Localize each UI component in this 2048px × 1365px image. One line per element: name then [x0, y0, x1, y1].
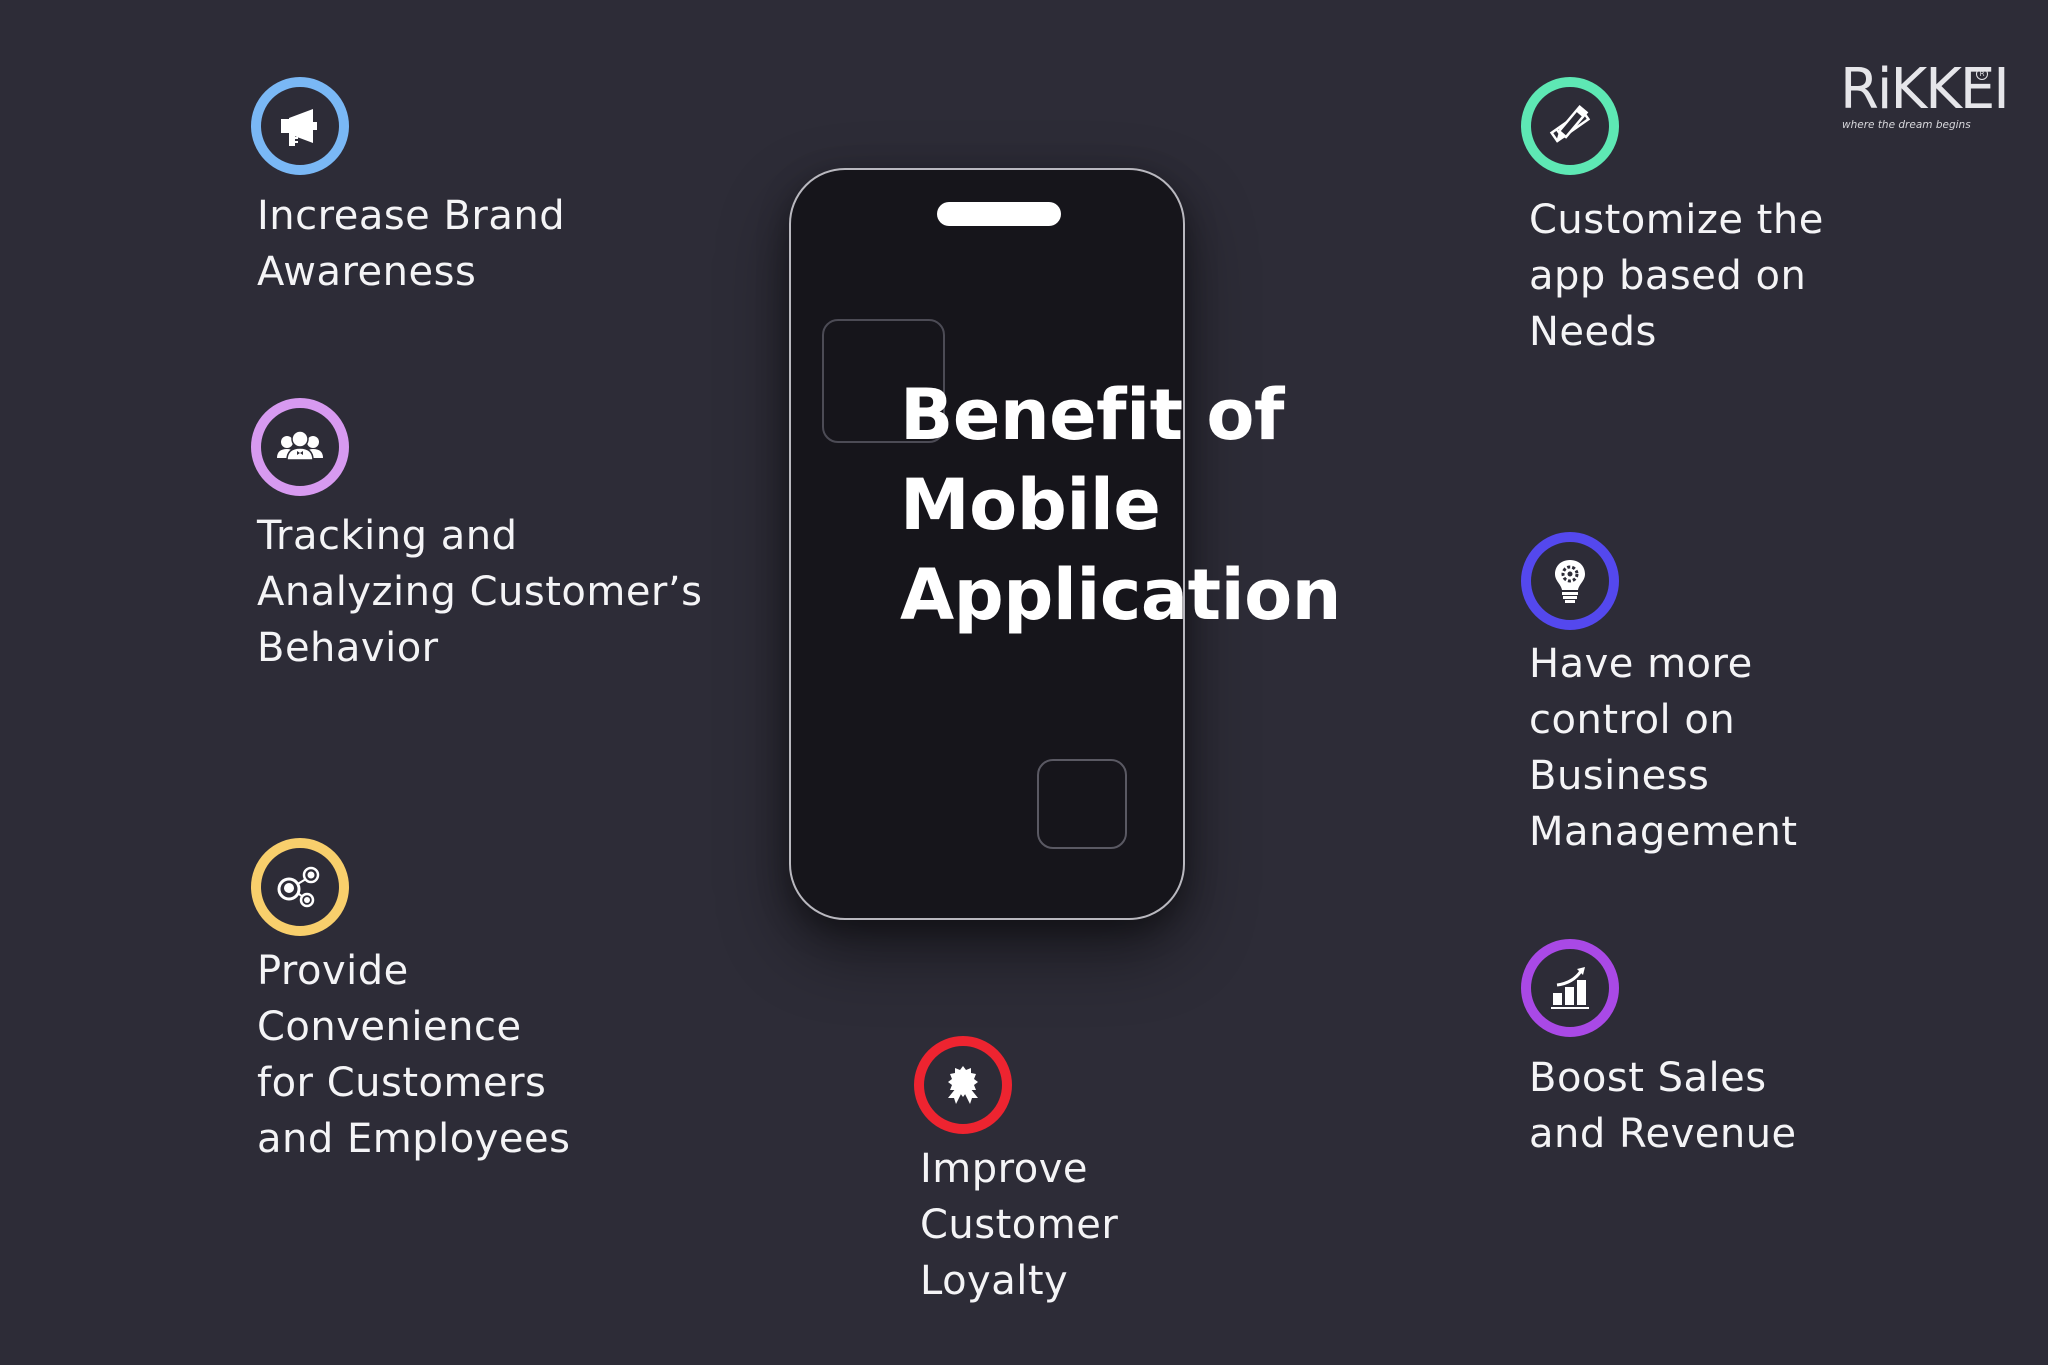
benefit-label: Customize the app based on Needs: [1529, 197, 1824, 355]
benefit-label: Improve Customer Loyalty: [920, 1146, 1119, 1304]
phone-illustration: [789, 168, 1185, 920]
lightbulb-gear-icon: [1555, 560, 1585, 603]
rikkei-logo: RiKKEI R where the dream begins: [1840, 62, 2010, 132]
megaphone-icon: [281, 109, 317, 146]
growth-chart-icon: [1551, 967, 1589, 1009]
pencil-ruler-icon: [1549, 104, 1591, 143]
benefit-label: Increase Brand Awareness: [257, 193, 566, 295]
network-people-icon: [277, 866, 320, 908]
registered-mark-icon: R: [1976, 68, 1988, 80]
icon-ring: [1521, 532, 1619, 630]
icon-ring: [1521, 77, 1619, 175]
icon-ring: [1521, 939, 1619, 1037]
page-title: Benefit of Mobile Application: [900, 370, 1400, 640]
icon-ring: [251, 398, 349, 496]
benefit-label: Have more control on Business Management: [1529, 641, 1798, 855]
benefit-label: Boost Sales and Revenue: [1529, 1055, 1797, 1157]
phone-outline-square-top: [822, 319, 945, 443]
logo-tagline: where the dream begins: [1842, 119, 1971, 131]
icon-ring: [914, 1036, 1012, 1134]
title-line: Benefit of: [900, 374, 1284, 456]
users-group-icon: [277, 430, 323, 461]
phone-notch: [937, 202, 1061, 226]
title-line: Application: [900, 554, 1342, 636]
icon-ring: [251, 838, 349, 936]
phone-outline-square-bottom: [1037, 759, 1127, 849]
benefit-label: Tracking and Analyzing Customer’s Behavi…: [257, 513, 703, 671]
icon-ring: [251, 77, 349, 175]
award-badge-icon: [948, 1066, 978, 1104]
benefit-label: Provide Convenience for Customers and Em…: [257, 948, 571, 1162]
title-line: Mobile: [900, 464, 1161, 546]
